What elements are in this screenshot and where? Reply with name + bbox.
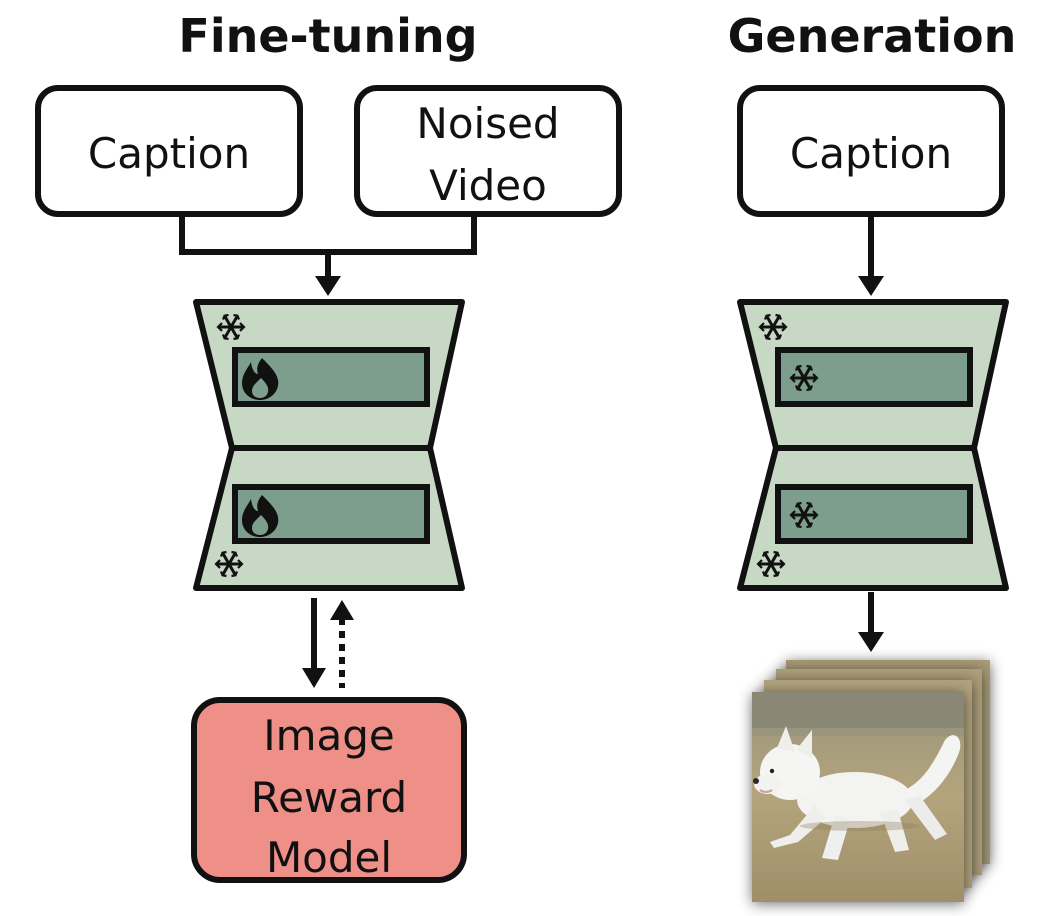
reward-label-line3: Model (266, 833, 392, 882)
dog-illustration (753, 726, 961, 860)
generation-title: Generation (728, 9, 1017, 63)
forward-arrow-head (302, 668, 326, 688)
video-frames-image (752, 660, 990, 902)
noised-video-box (354, 85, 622, 217)
noised-video-label-line1: Noised (416, 99, 559, 148)
noised-video-label-line2: Video (429, 161, 547, 210)
merge-arrow-head (315, 276, 341, 296)
finetune-title: Fine-tuning (178, 9, 477, 63)
caption-to-unet-arrow-head (858, 276, 884, 296)
image-reward-model-box (191, 697, 467, 883)
finetune-caption-label: Caption (88, 129, 250, 178)
video-frame-front (752, 692, 964, 902)
unet-to-video-arrow-head (858, 632, 884, 652)
generation-layer-top (775, 347, 973, 407)
finetune-caption-box (35, 85, 303, 217)
generation-caption-label: Caption (790, 129, 952, 178)
reward-label-line1: Image (263, 711, 395, 760)
feedback-arrow-head (330, 600, 354, 620)
merge-connector (179, 214, 477, 255)
reward-label-line2: Reward (251, 773, 407, 822)
